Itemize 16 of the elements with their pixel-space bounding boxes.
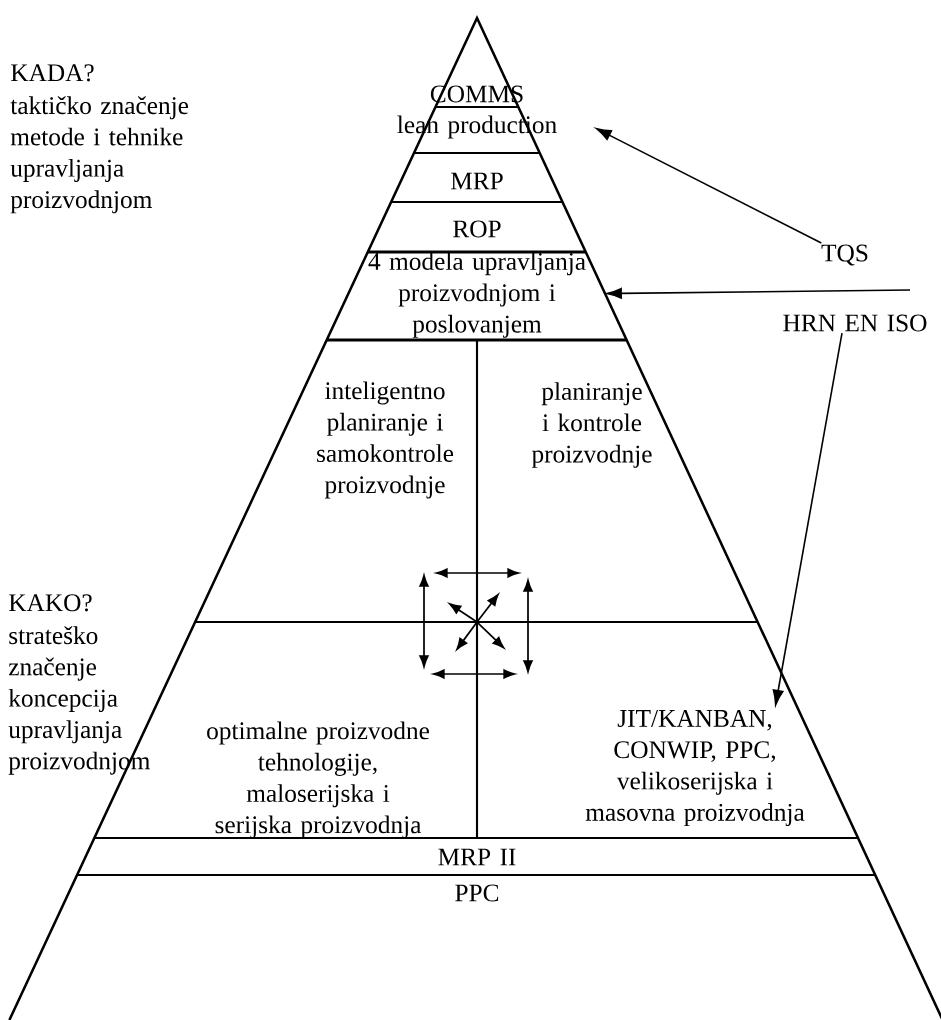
side-note: KAKO? (9, 594, 92, 612)
node-label: 4 modela upravljanja proizvodnjom i poslovanjem (368, 252, 586, 338)
node-label: ROP (453, 220, 501, 238)
side-note: KADA? (11, 64, 94, 82)
node-label: MRP (451, 172, 503, 190)
node-label: inteligentno planiranje i samokontrole proizvodnje (317, 381, 454, 499)
node-label: optimalne proizvodne tehnologije, maloserijska i serijska proizvodnja (207, 721, 429, 839)
node-label: MRP II (438, 848, 516, 866)
node-label: JIT/KANBAN, CONWIP, PPC, velikoserijska i masovna proizvodnja (585, 709, 805, 827)
node-label: PPC (455, 884, 499, 902)
node-label: HRN EN ISO (783, 314, 927, 332)
node-label: planiranje i kontrole proizvodnje (531, 382, 652, 468)
arrow (772, 332, 843, 706)
side-note: taktičko značenje metode i tehnike upravljanja proizvodnjom (10, 96, 189, 214)
arrow (595, 127, 823, 244)
node-label: TQS (821, 244, 868, 266)
